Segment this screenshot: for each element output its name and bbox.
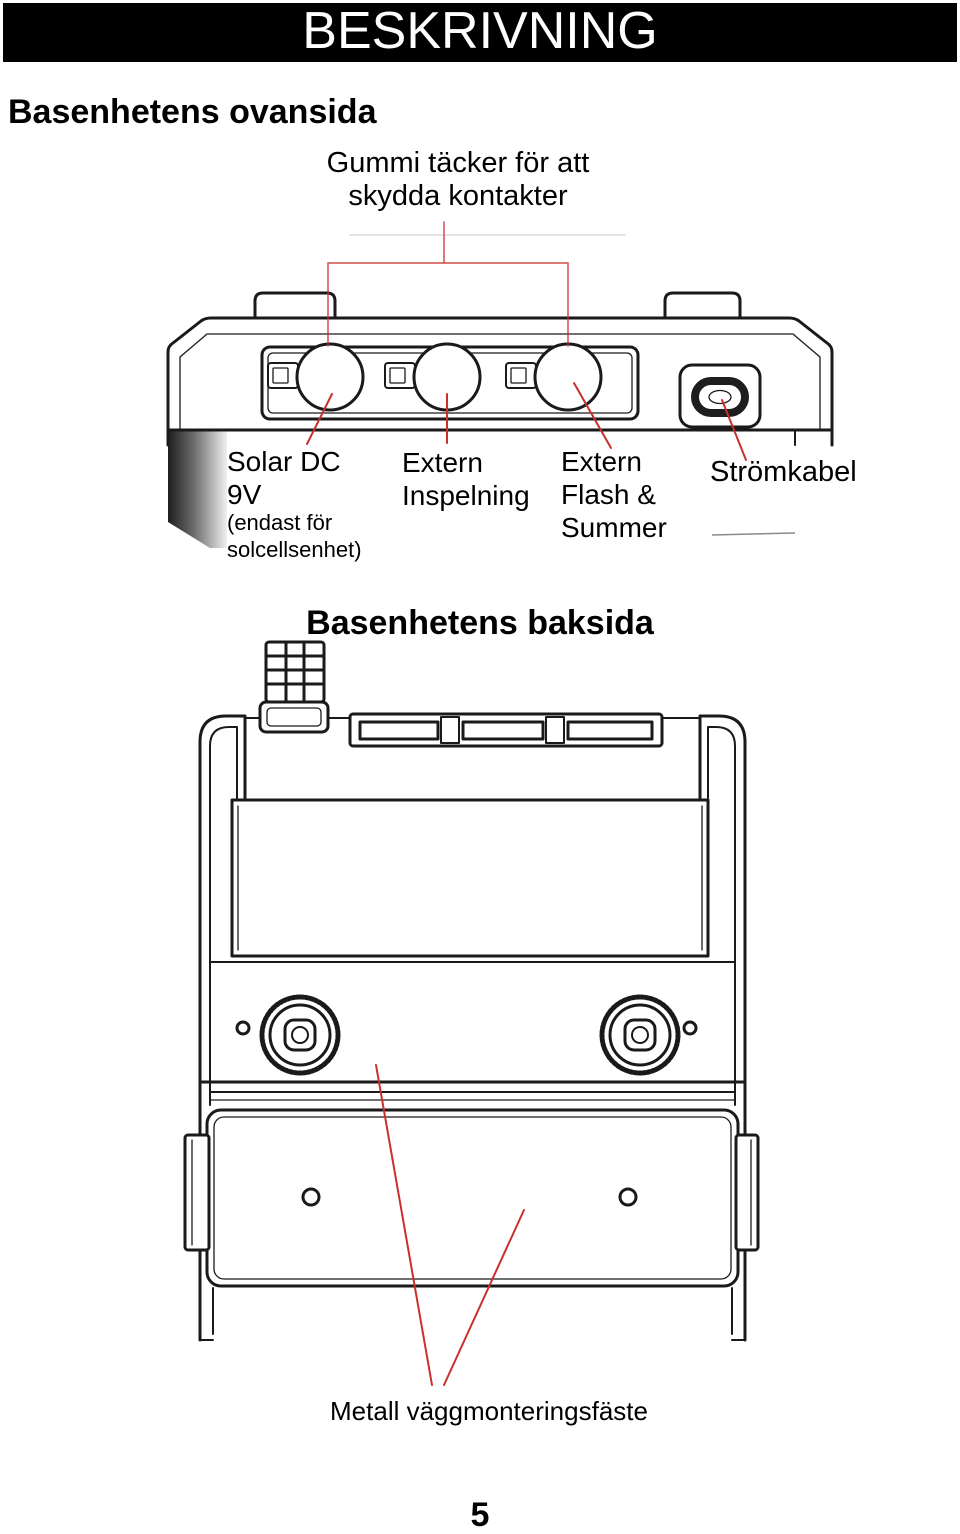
power-socket xyxy=(678,363,762,429)
callout-bracket-upper xyxy=(375,1064,433,1386)
screw-hole-right xyxy=(682,1020,698,1036)
connector-socket-2 xyxy=(461,720,545,741)
display-recess xyxy=(230,798,710,958)
top-face-bevel xyxy=(179,333,821,431)
wall-bracket-label: Metall väggmonteringsfäste xyxy=(330,1396,648,1426)
label-line: Flash & xyxy=(561,479,656,510)
rubber-cover-solar-dc xyxy=(295,342,365,412)
knob-center xyxy=(623,1018,657,1052)
back-view-heading: Basenhetens baksida xyxy=(306,604,654,642)
mounting-knob-right xyxy=(599,994,681,1076)
cover-latch-solar-dc xyxy=(267,362,299,389)
solar-dc-label: Solar DC 9V xyxy=(227,445,341,511)
callout-solar-dc xyxy=(306,393,333,445)
top-right-tab xyxy=(663,291,742,320)
unit-side-shading xyxy=(168,431,227,548)
note-line: (endast för xyxy=(227,510,333,535)
rubber-cover-callout-text: Gummi täcker för att skydda kontakter xyxy=(258,147,658,213)
knob-knurled-ring xyxy=(259,994,341,1076)
connector-socket-3 xyxy=(566,720,654,741)
section-title: BESKRIVNING xyxy=(302,2,658,60)
base-foot-right xyxy=(731,1287,746,1341)
rubber-cover-callout-lines xyxy=(327,221,569,347)
latch-slot xyxy=(389,367,406,384)
section-title-bar: BESKRIVNING xyxy=(3,3,957,62)
cable-plug-body xyxy=(264,640,326,704)
top-left-tab xyxy=(253,291,337,320)
top-unit-outline xyxy=(166,316,834,447)
power-cable-label: Strömkabel xyxy=(710,456,857,488)
back-left-pillar-inner xyxy=(209,726,238,1106)
connector-divider-1 xyxy=(440,716,460,744)
knob-hole xyxy=(291,1026,309,1044)
power-cable-underline xyxy=(711,532,796,536)
label-line: Extern xyxy=(402,447,483,478)
label-line: Extern xyxy=(561,446,642,477)
external-flash-buzzer-label: Extern Flash & Summer xyxy=(561,445,667,544)
screw-hole-left xyxy=(235,1020,251,1036)
connector-socket-1 xyxy=(358,720,440,741)
latch-slot xyxy=(272,367,289,384)
label-line: 9V xyxy=(227,479,262,510)
back-right-pillar-inner xyxy=(707,726,736,1106)
label-line: Summer xyxy=(561,512,667,543)
knob-rim xyxy=(608,1003,672,1067)
mounting-knob-left xyxy=(259,994,341,1076)
cover-latch-ext-flash xyxy=(505,362,537,389)
back-right-pillar xyxy=(698,714,747,1342)
cable-plug-ribs xyxy=(264,640,326,704)
knob-rim xyxy=(268,1003,332,1067)
wall-mount-bracket-inner xyxy=(213,1116,732,1280)
callout-line: skydda kontakter xyxy=(348,180,568,212)
latch-slot xyxy=(510,367,527,384)
label-line: Solar DC xyxy=(227,446,341,477)
back-view-drawing xyxy=(183,640,760,1342)
connector-strip-frame xyxy=(348,712,664,748)
solar-dc-note: (endast för solcellsenhet) xyxy=(227,509,362,563)
bracket-callout-lines xyxy=(375,1064,525,1386)
bracket-tab-right xyxy=(734,1133,760,1252)
connector-callout-lines xyxy=(306,382,747,461)
rubber-cover-ext-flash xyxy=(533,342,603,412)
top-view-drawing xyxy=(166,234,834,548)
back-connector-strip xyxy=(348,712,664,748)
external-recording-label: Extern Inspelning xyxy=(402,446,530,512)
callout-power-cable xyxy=(721,399,747,461)
bracket-tab-left xyxy=(183,1133,211,1252)
label-line: Inspelning xyxy=(402,480,530,511)
bracket-hole-left xyxy=(301,1187,321,1207)
cover-latch-ext-recording xyxy=(384,362,416,389)
top-view-heading: Basenhetens ovansida xyxy=(8,93,377,131)
knob-knurled-ring xyxy=(599,994,681,1076)
callout-bracket xyxy=(327,262,569,347)
bracket-hole-right xyxy=(618,1187,638,1207)
knob-hole xyxy=(631,1026,649,1044)
note-line: solcellsenhet) xyxy=(227,537,362,562)
base-foot-left xyxy=(199,1287,214,1341)
power-socket-opening xyxy=(708,389,732,405)
page-number: 5 xyxy=(470,1496,490,1534)
wall-mount-bracket xyxy=(205,1108,740,1288)
cable-plug xyxy=(258,640,330,734)
back-left-pillar xyxy=(198,714,247,1342)
power-socket-ring xyxy=(691,377,749,417)
knob-center xyxy=(283,1018,317,1052)
callout-ext-flash xyxy=(573,382,612,449)
connector-divider-2 xyxy=(545,716,565,744)
callout-line: Gummi täcker för att xyxy=(326,147,590,179)
cable-plug-collar xyxy=(258,700,330,734)
callout-bracket-lower xyxy=(443,1209,525,1386)
cable-plug-collar-inner xyxy=(266,707,322,727)
